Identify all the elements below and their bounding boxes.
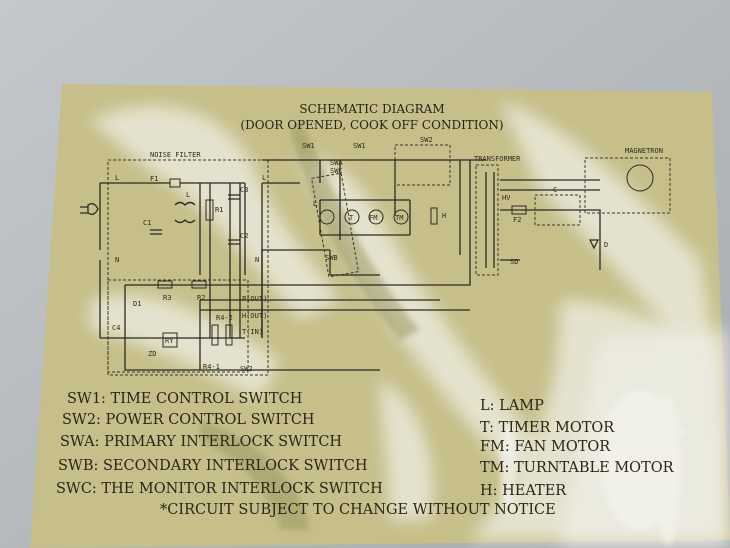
schematic-label: R3	[163, 294, 171, 302]
schematic-label: N	[115, 256, 119, 264]
schematic-label: TM	[395, 214, 403, 222]
schematic-label: N	[255, 256, 259, 264]
schematic-label: T(IN)	[242, 328, 263, 336]
schematic-label: T: TIMER MOTOR	[480, 420, 615, 436]
schematic-label: T	[349, 214, 354, 222]
legend-right: L: LAMP T: TIMER MOTOR FM: FAN MOTOR TM:…	[480, 398, 675, 499]
schematic-label: H(OUT)	[242, 312, 267, 320]
diagram-subtitle: (DOOR OPENED, COOK OFF CONDITION)	[240, 118, 503, 132]
legend-left: SW1: TIME CONTROL SWITCH SW2: POWER CONT…	[56, 391, 383, 497]
schematic-label: ZD	[148, 350, 156, 358]
schematic-label: SWA: PRIMARY INTERLOCK SWITCH	[60, 434, 342, 450]
schematic-label: F1	[150, 175, 158, 183]
schematic-label: SWB: SECONDARY INTERLOCK SWITCH	[58, 458, 368, 474]
schematic-label: RY	[165, 337, 174, 345]
diagram-title: SCHEMATIC DIAGRAM	[299, 102, 444, 116]
schematic-label: D	[604, 241, 608, 249]
switch-and-load-section: SW1 SW1 SWA SWC SW2 SWB L T FM TM H	[261, 136, 470, 338]
plastic-glare	[500, 390, 680, 545]
schematic-label: SWB	[325, 254, 338, 262]
schematic-label: R4-2	[216, 314, 233, 322]
schematic-label: SWC	[330, 167, 343, 175]
schematic-label: C2	[240, 232, 248, 240]
schematic-label: L: LAMP	[480, 398, 544, 414]
schematic-label: L	[313, 200, 317, 208]
schematic-label: L	[262, 174, 266, 182]
transformer-magnetron-section: TRANSFORMER MAGNETRON F2 C D SD HV	[470, 147, 671, 276]
schematic-label: SWA	[330, 159, 343, 167]
control-board-section: R3 R2 D1 C4 RY ZD R4-2 R4-1 P(OUT) H(OUT…	[107, 160, 471, 373]
schematic-label: SW1: TIME CONTROL SWITCH	[67, 391, 302, 407]
schematic-label: C1	[143, 219, 151, 227]
schematic-label: H: HEATER	[480, 483, 567, 499]
schematic-label: C3	[240, 186, 248, 194]
schematic-label: FM	[369, 214, 377, 222]
schematic-label: MAGNETRON	[625, 147, 663, 155]
schematic-label: SW2: POWER CONTROL SWITCH	[62, 412, 315, 428]
schematic-label: SWC: THE MONITOR INTERLOCK SWITCH	[56, 481, 383, 497]
schematic-label: D1	[133, 300, 141, 308]
schematic-label: F2	[513, 216, 521, 224]
schematic-label: L	[186, 191, 190, 199]
schematic-label: R1	[215, 206, 223, 214]
schematic-label: C	[553, 186, 557, 194]
schematic-label: TM: TURNTABLE MOTOR	[480, 460, 675, 476]
schematic-label: TRANSFORMER	[474, 155, 521, 163]
schematic-label: R2	[197, 294, 205, 302]
schematic-label: H	[442, 212, 446, 220]
schematic-label: SW1	[302, 142, 315, 150]
schematic-label: P(OUT)	[242, 295, 267, 303]
noise-filter-block: NOISE FILTER C1 L R1 C3 C2 F1 N N L L	[80, 151, 300, 376]
schematic-label: SW1	[353, 142, 366, 150]
schematic-label: C4	[112, 324, 120, 332]
schematic-label: R4-1	[203, 363, 220, 371]
schematic-label: FM: FAN MOTOR	[480, 439, 611, 455]
stain-streaks	[200, 120, 420, 530]
footnote: *CIRCUIT SUBJECT TO CHANGE WITHOUT NOTIC…	[160, 502, 556, 518]
schematic-label: HV	[502, 194, 511, 202]
schematic-label: SW2	[240, 365, 253, 373]
schematic-label: NOISE FILTER	[150, 151, 201, 159]
schematic-label: SW2	[420, 136, 433, 144]
schematic-label: SD	[510, 258, 518, 266]
schematic-label: L	[115, 174, 119, 182]
